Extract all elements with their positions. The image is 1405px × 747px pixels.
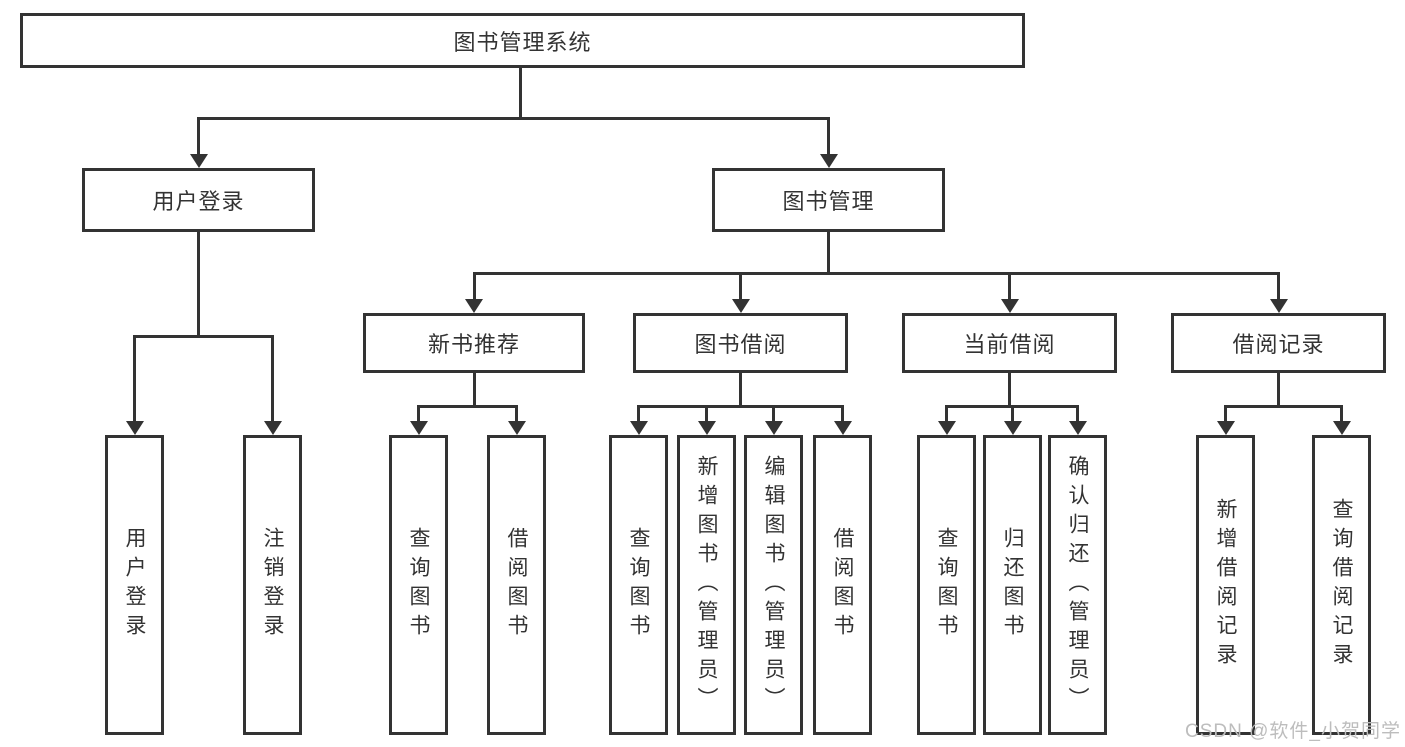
connector-line — [473, 373, 476, 408]
arrow-down-icon — [1004, 421, 1022, 435]
connector-line — [945, 405, 948, 421]
node-root-label: 图书管理系统 — [453, 29, 592, 55]
leaf-logout-label: 注销登录 — [261, 527, 285, 643]
csdn-watermark: CSDN @软件_小贺同学 — [1185, 721, 1401, 742]
connector-line — [1008, 272, 1011, 299]
connector-line — [417, 405, 420, 421]
leaf-query-borrow-record: 查询借阅记录 — [1312, 435, 1371, 735]
arrow-down-icon — [190, 154, 208, 168]
leaf-return-book: 归还图书 — [983, 435, 1042, 735]
arrow-down-icon — [1270, 299, 1288, 313]
connector-line — [739, 272, 742, 299]
connector-line — [133, 335, 136, 421]
arrow-down-icon — [1001, 299, 1019, 313]
connector-line — [772, 405, 775, 421]
leaf-label: 新增借阅记录 — [1214, 498, 1238, 672]
arrow-down-icon — [410, 421, 428, 435]
connector-line — [841, 405, 844, 421]
arrow-down-icon — [820, 154, 838, 168]
node-user-login-label: 用户登录 — [152, 189, 245, 214]
leaf-label: 查询图书 — [627, 527, 651, 643]
leaf-label: 借阅图书 — [505, 527, 529, 643]
node-book-borrow: 图书借阅 — [633, 313, 848, 373]
arrow-down-icon — [765, 421, 783, 435]
leaf-confirm-return-admin: 确认归还（管理员） — [1048, 435, 1107, 735]
arrow-down-icon — [938, 421, 956, 435]
connector-line — [1076, 405, 1079, 421]
connector-line — [197, 232, 200, 338]
leaf-add-book-admin: 新增图书（管理员） — [677, 435, 736, 735]
node-book-management: 图书管理 — [712, 168, 945, 232]
leaf-label: 查询图书 — [407, 527, 431, 643]
leaf-borrow-books: 借阅图书 — [813, 435, 872, 735]
connector-line — [271, 335, 274, 421]
connector-line — [1277, 272, 1280, 299]
leaf-query-books-recommend: 查询图书 — [389, 435, 448, 735]
node-new-book-recommend-label: 新书推荐 — [427, 332, 520, 357]
node-root: 图书管理系统 — [20, 13, 1025, 68]
node-current-borrow: 当前借阅 — [902, 313, 1117, 373]
node-borrow-records: 借阅记录 — [1171, 313, 1386, 373]
arrow-down-icon — [732, 299, 750, 313]
connector-line — [827, 117, 830, 154]
leaf-label: 归还图书 — [1001, 527, 1025, 643]
connector-line — [133, 335, 274, 338]
node-book-management-label: 图书管理 — [782, 189, 875, 214]
leaf-label: 新增图书（管理员） — [695, 454, 719, 716]
leaf-label: 确认归还（管理员） — [1066, 454, 1090, 716]
node-new-book-recommend: 新书推荐 — [363, 313, 585, 373]
leaf-logout: 注销登录 — [243, 435, 302, 735]
arrow-down-icon — [834, 421, 852, 435]
leaf-borrow-books-recommend: 借阅图书 — [487, 435, 546, 735]
arrow-down-icon — [1069, 421, 1087, 435]
node-user-login: 用户登录 — [82, 168, 315, 232]
connector-line — [1340, 405, 1343, 421]
connector-line — [473, 272, 1280, 275]
connector-line — [739, 373, 742, 408]
connector-line — [827, 232, 830, 275]
arrow-down-icon — [1333, 421, 1351, 435]
arrow-down-icon — [630, 421, 648, 435]
connector-line — [515, 405, 518, 421]
connector-line — [197, 117, 200, 154]
leaf-add-borrow-record: 新增借阅记录 — [1196, 435, 1255, 735]
leaf-user-login-label: 用户登录 — [123, 527, 147, 643]
connector-line — [637, 405, 844, 408]
arrow-down-icon — [264, 421, 282, 435]
arrow-down-icon — [508, 421, 526, 435]
node-current-borrow-label: 当前借阅 — [963, 332, 1056, 357]
leaf-user-login: 用户登录 — [105, 435, 164, 735]
connector-line — [637, 405, 640, 421]
leaf-label: 查询借阅记录 — [1330, 498, 1354, 672]
connector-line — [1011, 405, 1014, 421]
leaf-label: 编辑图书（管理员） — [762, 454, 786, 716]
connector-line — [1277, 373, 1280, 408]
leaf-query-books-current: 查询图书 — [917, 435, 976, 735]
connector-line — [1008, 373, 1011, 408]
leaf-label: 借阅图书 — [831, 527, 855, 643]
leaf-edit-book-admin: 编辑图书（管理员） — [744, 435, 803, 735]
arrow-down-icon — [465, 299, 483, 313]
connector-line — [519, 68, 522, 118]
node-book-borrow-label: 图书借阅 — [694, 332, 787, 357]
arrow-down-icon — [1217, 421, 1235, 435]
connector-line — [1224, 405, 1227, 421]
leaf-label: 查询图书 — [935, 527, 959, 643]
connector-line — [705, 405, 708, 421]
connector-line — [417, 405, 518, 408]
arrow-down-icon — [698, 421, 716, 435]
connector-line — [197, 117, 830, 120]
arrow-down-icon — [126, 421, 144, 435]
connector-line — [1224, 405, 1343, 408]
connector-line — [473, 272, 476, 299]
leaf-query-books-borrow: 查询图书 — [609, 435, 668, 735]
node-borrow-records-label: 借阅记录 — [1232, 332, 1325, 357]
